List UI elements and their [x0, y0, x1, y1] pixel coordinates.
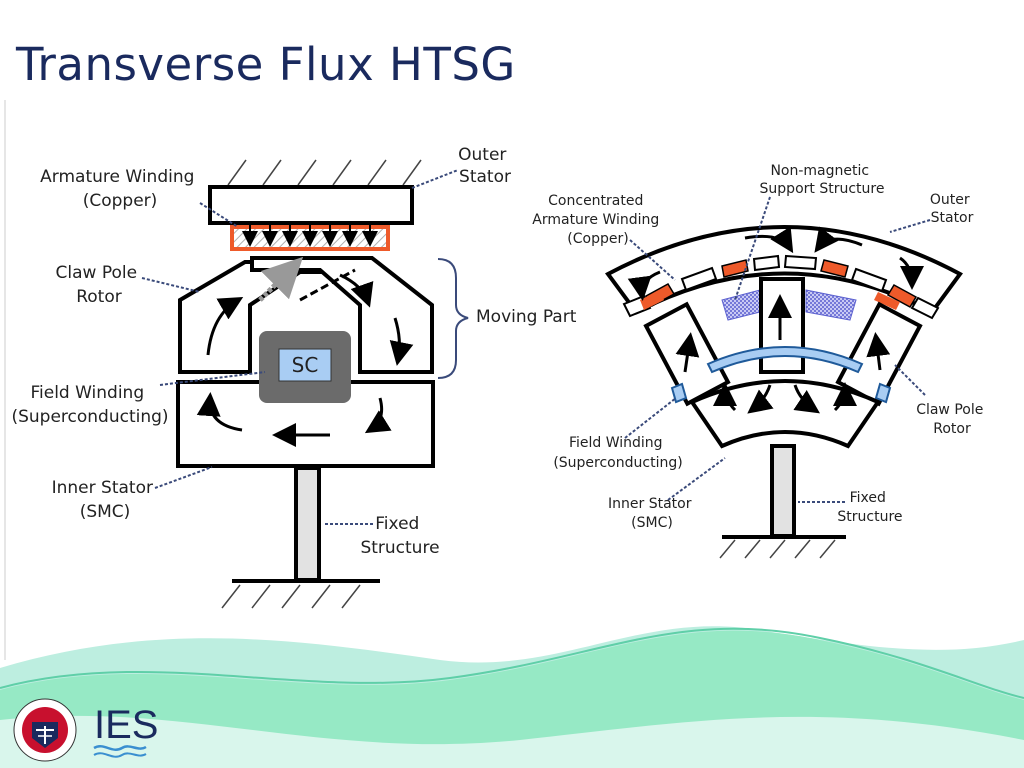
ies-logo-text: IES	[94, 703, 158, 747]
right-claw-pole-rotor-label: Claw Pole Rotor	[916, 402, 988, 437]
right-ground-hatch	[719, 539, 836, 559]
ies-logo: IES	[93, 703, 158, 758]
wave-front	[0, 715, 1024, 768]
left-outer-stator	[208, 185, 414, 225]
right-field-winding-label: Field Winding (Superconducting)	[553, 435, 682, 471]
right-field-winding	[706, 346, 864, 374]
left-fixed-structure-label: Fixed Structure	[360, 514, 439, 558]
moving-part-label: Moving Part	[476, 307, 577, 327]
left-inner-stator-label: Inner Stator (SMC)	[52, 478, 159, 522]
right-diagram: Non-magnetic Support Structure Concentra…	[532, 163, 988, 559]
left-top-ground-hatch	[227, 159, 422, 186]
slide-title: Transverse Flux HTSG	[16, 38, 516, 91]
university-crest	[13, 698, 77, 762]
right-armature-coils	[622, 254, 940, 320]
ies-logo-wave	[93, 745, 147, 751]
moving-part-brace	[437, 258, 469, 379]
left-flux-arrows	[196, 273, 414, 447]
right-fixed-structure-label: Fixed Structure	[837, 490, 902, 525]
right-support-left	[721, 289, 761, 321]
ies-logo-wave-2	[93, 752, 147, 758]
right-leader-lines	[624, 196, 931, 503]
left-sc-block	[278, 348, 332, 382]
slide-frame-line	[4, 100, 6, 660]
right-support-right	[805, 289, 857, 321]
right-shaft	[770, 444, 796, 538]
footer-waves	[0, 622, 1024, 768]
wave-line-2	[0, 627, 1024, 699]
right-inner-stator	[689, 379, 881, 449]
left-field-winding-label: Field Winding (Superconducting)	[11, 383, 168, 427]
wave-line-1	[0, 622, 1024, 668]
left-claw-pole-rotor-label: Claw Pole Rotor	[56, 263, 143, 307]
right-flux-arrows	[627, 226, 924, 414]
left-bottom-ground-hatch	[221, 584, 361, 609]
right-outer-stator	[605, 225, 963, 315]
right-non-magnetic-label: Non-magnetic Support Structure	[760, 163, 885, 197]
right-outer-stator-label: Outer Stator	[930, 192, 974, 226]
right-field-winding-tip-left	[670, 382, 688, 404]
left-armature-winding-label: Armature Winding (Copper)	[40, 167, 200, 211]
left-diagonal-flux-dashed	[258, 256, 304, 302]
left-diagram: Outer Stator Armature Winding (Copper) C…	[11, 145, 577, 609]
right-field-winding-tip-right	[874, 382, 892, 404]
left-outer-stator-label: Outer Stator	[458, 145, 512, 187]
left-diagonal-flux-dashed-2	[299, 268, 356, 302]
left-leader-lines	[141, 169, 459, 525]
left-shaft	[294, 466, 321, 582]
left-flux-down-arrows	[242, 225, 378, 247]
right-concentrated-winding-label: Concentrated Armature Winding (Copper)	[532, 193, 663, 247]
sc-label: SC	[292, 353, 319, 377]
right-inner-stator-label: Inner Stator (SMC)	[608, 496, 696, 531]
right-claw-center	[759, 277, 805, 374]
